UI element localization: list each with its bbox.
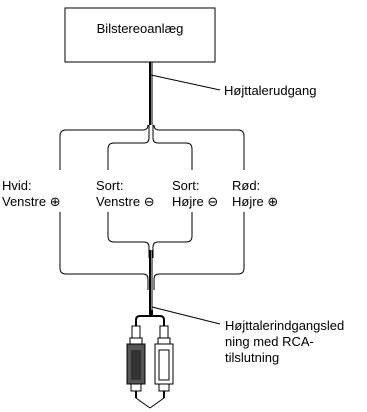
speaker-output-label: Højttalerudgang — [224, 83, 317, 98]
outer-wire-bracket-top-right — [153, 124, 245, 170]
wire-color-black-right: Sort: — [172, 178, 200, 193]
outer-wire-bracket-bottom-right — [153, 212, 245, 290]
head-unit-label: Bilstereoanlæg — [96, 21, 184, 36]
inner-wire-bracket-bottom — [107, 212, 150, 258]
rca-plug-left — [126, 325, 146, 398]
plug-pointer-right — [149, 397, 165, 409]
wire-channel: Højre — [232, 194, 264, 209]
inner-wire-bracket-top-right — [152, 125, 193, 170]
wire-left-positive: Venstre ⊕ — [2, 194, 61, 210]
plug-split-left — [135, 310, 151, 326]
speaker-input-cable-label: Højttalerindgangsled ning med RCA- tilsl… — [225, 318, 345, 365]
wire-right-negative: Højre ⊖ — [172, 194, 218, 210]
wire-color-black-left: Sort: — [96, 178, 124, 193]
wire-color-white: Hvid: — [2, 178, 32, 193]
wire-color-red: Rød: — [232, 178, 261, 193]
speaker-output-leader — [150, 74, 221, 91]
minus-icon: ⊖ — [143, 194, 155, 209]
wire-right-positive: Højre ⊕ — [232, 194, 278, 210]
head-unit-box — [64, 7, 216, 63]
plus-icon: ⊕ — [49, 194, 61, 209]
rca-plug-right — [154, 325, 174, 398]
inner-wire-bracket-top — [107, 125, 150, 170]
cable-leader — [151, 306, 221, 325]
plus-icon: ⊕ — [267, 194, 279, 209]
wire-channel: Venstre — [96, 194, 141, 209]
wire-left-negative: Venstre ⊖ — [96, 194, 155, 210]
outer-wire-bracket-bottom — [59, 212, 149, 290]
plug-pointer-left — [135, 397, 151, 409]
wire-channel: Højre — [172, 194, 204, 209]
outer-wire-bracket-top — [59, 124, 149, 170]
plug-split-right — [151, 310, 165, 326]
minus-icon: ⊖ — [207, 194, 219, 209]
wire-channel: Venstre — [2, 194, 47, 209]
inner-wire-bracket-bottom-right — [152, 212, 193, 258]
